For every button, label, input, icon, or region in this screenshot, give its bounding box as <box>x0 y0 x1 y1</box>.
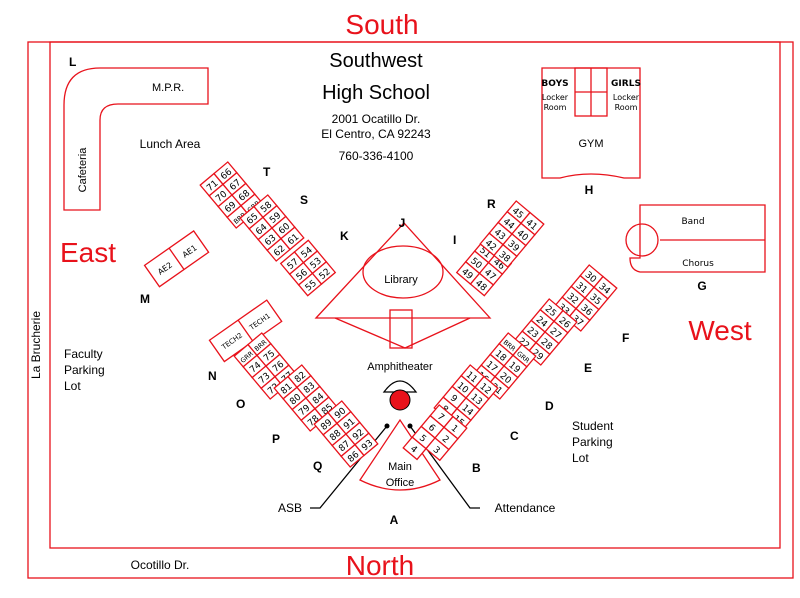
room-box <box>469 272 495 297</box>
building-l <box>63 67 209 211</box>
amphitheater-stage <box>389 389 411 411</box>
east-label: East <box>60 237 116 268</box>
room-box <box>425 437 450 462</box>
lunch-area-label: Lunch Area <box>140 137 201 151</box>
letter-j: J <box>399 216 406 230</box>
letter-o: O <box>236 397 245 411</box>
building-m: AE1 AE2 <box>143 230 210 288</box>
library-outline <box>314 222 492 319</box>
letter-q: Q <box>313 459 322 473</box>
school-address2: El Centro, CA 92243 <box>321 127 431 141</box>
wing-b: 71 62 53 4 <box>402 404 468 462</box>
wing-t: 716670676968BRRGRR <box>199 161 265 229</box>
gym-building <box>541 67 641 179</box>
room-box <box>402 436 427 461</box>
letter-k: K <box>340 229 349 243</box>
room-box <box>354 432 379 457</box>
street-la-brucherie: La Brucherie <box>29 311 43 379</box>
letter-g: G <box>697 279 706 293</box>
letter-f: F <box>622 331 629 345</box>
girls-locker-3: Room <box>615 103 638 112</box>
main-office-building <box>359 418 441 491</box>
wing-d: BRRGRR181917201621 <box>471 332 537 400</box>
girls-locker-2: Locker <box>613 93 640 102</box>
letter-b: B <box>472 461 481 475</box>
letter-t: T <box>263 165 271 179</box>
boys-locker-3: Room <box>544 103 567 112</box>
cafeteria-label: Cafeteria <box>77 147 89 193</box>
faculty-parking-3: Lot <box>64 379 81 393</box>
room-number: 5 <box>417 433 428 444</box>
letter-n: N <box>208 369 217 383</box>
band-building <box>629 204 766 273</box>
student-parking-1: Student <box>572 419 614 433</box>
room-box <box>311 260 337 286</box>
ae2-label: AE2 <box>156 260 174 276</box>
boys-locker-1: BOYS <box>541 79 568 89</box>
school-phone: 760-336-4100 <box>339 149 414 163</box>
mpr-label: M.P.R. <box>152 82 184 94</box>
room-number: 2 <box>440 434 451 445</box>
letter-i: I <box>453 233 456 247</box>
classroom-wings: 716670676968BRRGRR6558645963606261575456… <box>199 161 618 468</box>
letter-l: L <box>69 55 76 69</box>
gym-label: GYM <box>578 138 603 150</box>
letter-m: M <box>140 292 150 306</box>
student-parking-3: Lot <box>572 451 589 465</box>
campus-boundary <box>49 41 781 549</box>
letter-c: C <box>510 429 519 443</box>
street-ocotillo: Ocotillo Dr. <box>131 558 190 572</box>
room-number: 4 <box>408 444 419 456</box>
faculty-parking-1: Faculty <box>64 347 103 361</box>
student-parking-2: Parking <box>572 435 613 449</box>
boys-locker-2: Locker <box>542 93 569 102</box>
tech1-label: TECH1 <box>247 312 272 332</box>
chorus-label: Chorus <box>682 259 714 269</box>
main-office-line1: Main <box>388 461 412 473</box>
faculty-parking-2: Parking <box>64 363 105 377</box>
girls-locker-1: GIRLS <box>611 79 641 89</box>
south-label: South <box>345 9 418 40</box>
school-name-line1: Southwest <box>329 50 423 72</box>
room-number: 3 <box>431 445 442 456</box>
room-number: 1 <box>449 424 460 435</box>
amphitheater-label: Amphitheater <box>367 361 433 373</box>
library-label: Library <box>384 274 418 286</box>
amphitheater-fan <box>382 380 418 393</box>
room-box <box>280 226 305 251</box>
school-name-line2: High School <box>322 82 430 104</box>
main-office-line2: Office <box>386 477 415 489</box>
asb-label: ASB <box>278 501 302 515</box>
north-label: North <box>346 550 414 581</box>
letter-d: D <box>545 399 554 413</box>
letter-e: E <box>584 361 592 375</box>
letter-r: R <box>487 197 496 211</box>
letter-p: P <box>272 432 280 446</box>
ae1-label: AE1 <box>181 243 199 259</box>
band-label: Band <box>681 217 704 227</box>
room-number: 7 <box>435 412 446 423</box>
attendance-label: Attendance <box>495 501 556 515</box>
tech2-label: TECH2 <box>220 331 245 351</box>
letter-s: S <box>300 193 308 207</box>
school-address1: 2001 Ocatillo Dr. <box>332 112 421 126</box>
letter-a: A <box>390 513 399 527</box>
wing-c: 11121013914815 <box>433 364 499 432</box>
room-box <box>493 243 518 268</box>
room-number: 9 <box>448 393 459 405</box>
west-label: West <box>688 315 751 346</box>
room-number: 6 <box>426 423 437 435</box>
letter-h: H <box>585 183 594 197</box>
